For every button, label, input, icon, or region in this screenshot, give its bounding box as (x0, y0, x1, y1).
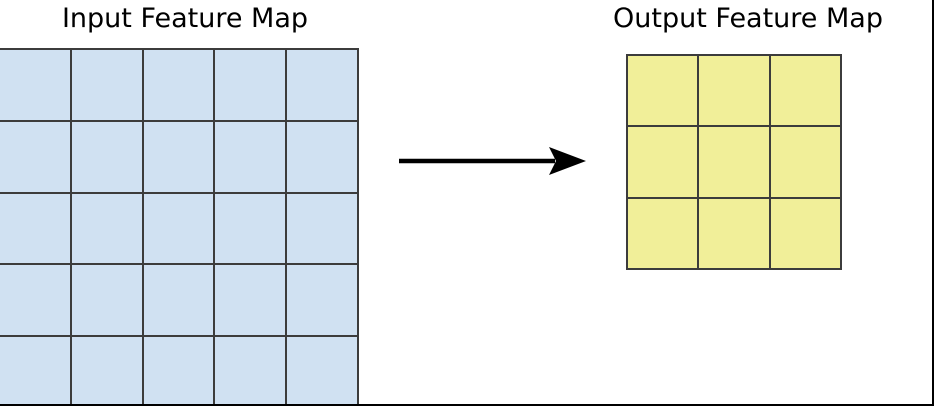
input-feature-map-cell-r2-c4 (287, 193, 357, 264)
input-feature-map-grid (0, 48, 359, 406)
input-feature-map-cell-r3-c1 (71, 265, 142, 336)
input-feature-map-cell-r1-c0 (0, 121, 70, 192)
input-feature-map-cell-r4-c3 (215, 337, 286, 406)
input-feature-map-cell-r4-c1 (71, 337, 142, 406)
input-feature-map-cell-r1-c2 (143, 121, 214, 192)
input-feature-map-cell-r1-c1 (71, 121, 142, 192)
figure-frame-right (932, 0, 934, 406)
input-feature-map-cell-r2-c1 (71, 193, 142, 264)
output-feature-map-cell-r2-c0 (628, 198, 698, 268)
input-feature-map-cell-r4-c4 (287, 337, 357, 406)
input-feature-map-cell-r1-c4 (287, 121, 357, 192)
output-feature-map-cell-r2-c1 (699, 198, 769, 268)
input-feature-map-cell-r2-c0 (0, 193, 70, 264)
input-feature-map-cell-r0-c2 (143, 50, 214, 120)
input-feature-map-cell-r3-c0 (0, 265, 70, 336)
output-feature-map-cell-r1-c0 (628, 127, 698, 197)
output-feature-map-cell-r1-c2 (770, 127, 840, 197)
transform-arrow (395, 140, 595, 184)
output-feature-map-grid (626, 54, 842, 270)
arrow-right-icon (399, 147, 586, 175)
input-feature-map-cell-r3-c4 (287, 265, 357, 336)
input-feature-map-cell-r0-c3 (215, 50, 286, 120)
output-feature-map-cell-r0-c0 (628, 56, 698, 126)
input-feature-map-cell-r0-c1 (71, 50, 142, 120)
input-feature-map-cell-r3-c2 (143, 265, 214, 336)
output-feature-map-cell-r0-c2 (770, 56, 840, 126)
input-feature-map-cell-r0-c4 (287, 50, 357, 120)
output-feature-map-title: Output Feature Map (613, 3, 883, 34)
input-feature-map-title: Input Feature Map (61, 3, 309, 34)
input-feature-map-cell-r4-c2 (143, 337, 214, 406)
figure-frame-bottom (0, 404, 934, 406)
output-feature-map-cell-r2-c2 (770, 198, 840, 268)
output-feature-map-cell-r0-c1 (699, 56, 769, 126)
input-feature-map-cell-r3-c3 (215, 265, 286, 336)
input-feature-map-cell-r1-c3 (215, 121, 286, 192)
arrow-head (549, 147, 586, 175)
output-feature-map-cell-r1-c1 (699, 127, 769, 197)
input-feature-map-cell-r2-c3 (215, 193, 286, 264)
input-feature-map-cell-r4-c0 (0, 337, 70, 406)
input-feature-map-cell-r0-c0 (0, 50, 70, 120)
input-feature-map-cell-r2-c2 (143, 193, 214, 264)
